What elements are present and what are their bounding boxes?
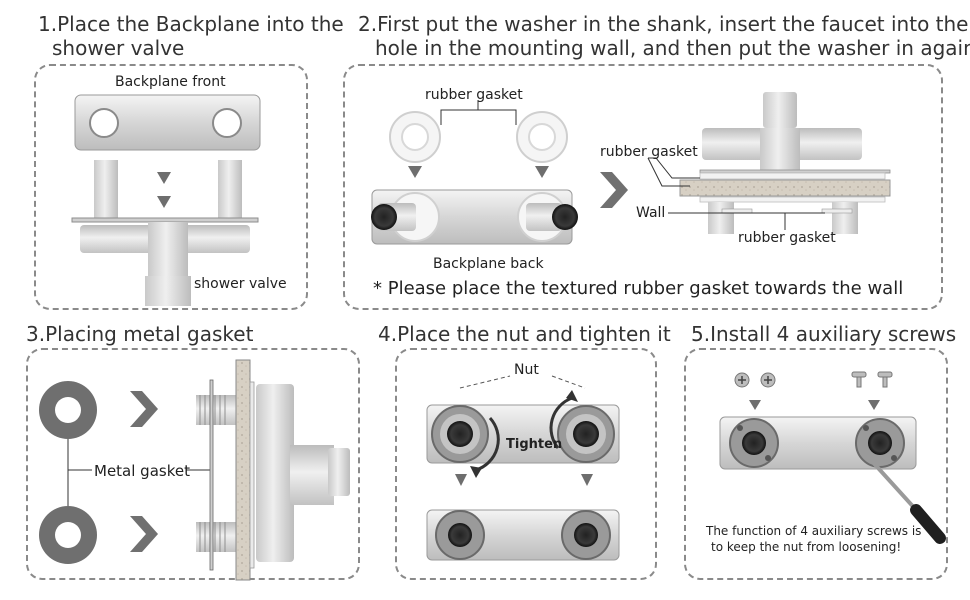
step5-title: 5.Install 4 auxiliary screws: [691, 322, 957, 346]
backplane-hole-right: [212, 108, 242, 138]
valve-body-side: [256, 384, 294, 562]
arrow-down-icon: [535, 166, 549, 178]
step3-panel: [26, 348, 360, 580]
step5-panel: [684, 348, 948, 580]
backplane-front-plate: [74, 94, 261, 151]
screwdriver-icon: [858, 446, 920, 514]
wall-section: [679, 179, 891, 197]
valve-stem: [148, 222, 188, 278]
screw-side-icon: [851, 371, 867, 388]
backplane-back-label: Backplane back: [433, 256, 544, 272]
step4-title: 4.Place the nut and tighten it: [378, 322, 671, 346]
screw-side-icon: [877, 371, 893, 388]
nut-label: Nut: [514, 362, 539, 378]
step2-title-line1: 2.First put the washer in the shank, ins…: [358, 12, 969, 36]
shank-thread-bottom: [196, 522, 236, 552]
chevron-right-icon: [130, 391, 158, 427]
shank-thread-top: [196, 395, 236, 425]
metal-gasket-label: Metal gasket: [94, 462, 190, 480]
arrow-down-icon: [455, 474, 467, 486]
function-note-line1: The function of 4 auxiliary screws is: [706, 524, 922, 538]
backplane-front-label: Backplane front: [115, 74, 226, 90]
shank-end-left: [371, 204, 397, 230]
arrow-down-icon: [749, 400, 761, 410]
valve-shank-left: [94, 160, 118, 220]
chevron-right-icon: [130, 516, 158, 552]
tighten-label: Tighten: [506, 437, 563, 452]
step4-panel: [395, 348, 657, 580]
step2-title-line2: hole in the mounting wall, and then put …: [375, 36, 970, 60]
step1-title-line1: 1.Place the Backplane into the: [38, 12, 344, 36]
step1-title-line2: shower valve: [52, 36, 185, 60]
wall-label: Wall: [636, 205, 666, 221]
rubber-gasket-right-label: rubber gasket: [600, 144, 698, 160]
rubber-gasket-top-label: rubber gasket: [425, 87, 523, 103]
step3-title: 3.Placing metal gasket: [26, 322, 254, 346]
chevron-right-icon: [600, 172, 628, 208]
arrow-down-icon: [408, 166, 422, 178]
arrow-down-icon: [581, 474, 593, 486]
step1-panel: [34, 64, 308, 310]
arrow-down-icon: [868, 400, 880, 410]
rotate-arrow-icon: [549, 396, 573, 449]
shank-end-right: [552, 204, 578, 230]
backplane-hole-left: [89, 108, 119, 138]
shower-valve-label: shower valve: [194, 276, 287, 292]
rubber-gasket-bottom-label: rubber gasket: [738, 230, 836, 246]
step2-panel: [343, 64, 943, 310]
rotate-arrow-icon: [475, 416, 500, 472]
valve-shank-right: [218, 160, 242, 220]
arrow-down-icon: [157, 196, 171, 208]
textured-gasket-note: * Please place the textured rubber gaske…: [373, 278, 904, 299]
arrow-down-icon: [157, 172, 171, 184]
valve-outlet: [145, 276, 191, 306]
function-note-line2: to keep the nut from loosening!: [711, 540, 902, 554]
metal-gasket-edge: [209, 379, 214, 571]
